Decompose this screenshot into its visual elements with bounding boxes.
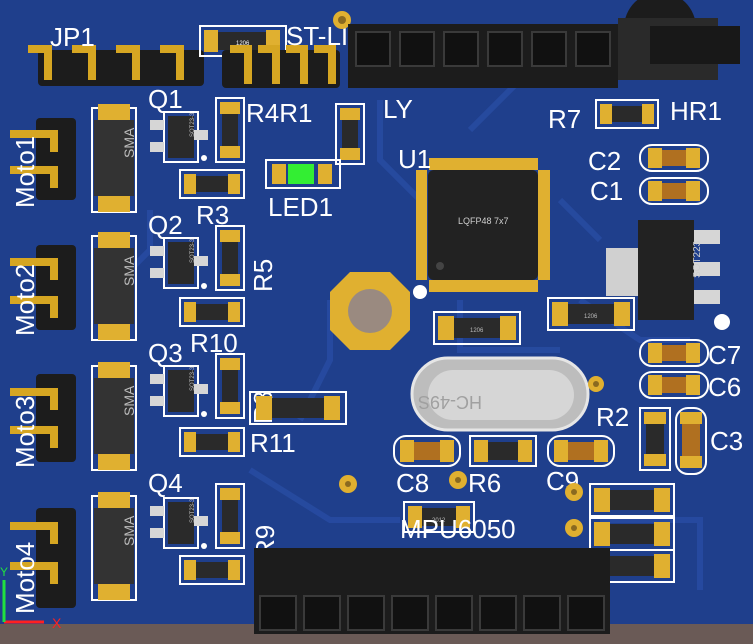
pkg-lqfp: LQFP48 7x7	[458, 216, 509, 226]
label-mpu6050: MPU6050	[400, 514, 516, 544]
resistor-r1	[335, 103, 365, 165]
label-u1: U1	[398, 144, 431, 174]
diode-sma-3	[91, 362, 137, 471]
pkg-mid-1: 1206	[470, 328, 484, 334]
resistor-vert-4	[215, 483, 245, 549]
jp1-header	[28, 45, 204, 86]
pkg-sot23-2: SOT23-3	[190, 238, 196, 263]
label-moto3: Moto3	[10, 396, 40, 468]
mounting-hole	[330, 272, 410, 350]
label-r5: R5	[248, 259, 278, 292]
resistor-vert-3	[215, 353, 245, 419]
resistor-mpu	[403, 501, 475, 533]
moto1-header	[10, 118, 76, 200]
mosfet-q1	[150, 111, 208, 163]
label-r4r1: R4R1	[246, 98, 312, 128]
st-link-header	[222, 45, 340, 88]
pkg-sot23-4: SOT23-3	[190, 498, 196, 523]
capacitor-c2	[639, 144, 709, 172]
label-ly: LY	[383, 94, 413, 124]
label-q2: Q2	[148, 210, 183, 240]
resistor-stack-1	[589, 483, 675, 517]
label-r10: R10	[190, 328, 238, 358]
bottom-header	[254, 548, 610, 634]
mosfet-q2	[150, 237, 208, 289]
resistor-horz-1	[179, 169, 245, 199]
mcu-u1	[416, 158, 550, 292]
label-r2: R2	[596, 402, 629, 432]
pkg-mpu-r: 2012	[432, 518, 446, 524]
resistor-r8	[249, 391, 347, 425]
axis-y-label: Y	[0, 565, 8, 579]
resistor-horz-2	[179, 297, 245, 327]
resistor-mid-2	[547, 297, 635, 331]
pkg-top-r: 1206	[236, 41, 250, 47]
diode-sma-4	[91, 492, 137, 601]
label-r7: R7	[548, 104, 581, 134]
label-c6: C6	[708, 372, 741, 402]
axis-x-label: X	[52, 615, 62, 631]
resistor-r2	[639, 407, 671, 471]
pkg-sot23-3: SOT23-3	[190, 366, 196, 391]
label-r3: R3	[196, 200, 229, 230]
moto2-header	[10, 245, 76, 330]
label-q4: Q4	[148, 468, 183, 498]
label-c7: C7	[708, 340, 741, 370]
mosfet-q3	[150, 365, 208, 417]
capacitor-c3	[675, 407, 707, 475]
capacitor-c9	[547, 435, 615, 467]
pkg-sma-1: SMA	[121, 127, 137, 158]
label-r11: R11	[250, 428, 296, 458]
pkg-sot223: SOT223	[692, 240, 703, 278]
pkg-crystal: HC-49S	[418, 392, 482, 412]
resistor-r6	[469, 435, 537, 467]
pkg-sma-3: SMA	[121, 385, 137, 416]
regulator-sot223	[606, 220, 730, 330]
crystal-hc49s	[410, 356, 590, 432]
pkg-sot23-1: SOT23-3	[190, 112, 196, 137]
diode-sma-2	[91, 232, 137, 341]
label-r6: R6	[468, 468, 501, 498]
label-c2: C2	[588, 146, 621, 176]
led1	[265, 159, 341, 189]
label-c8: C8	[396, 468, 429, 498]
ly-header	[348, 24, 618, 88]
capacitor-c6	[639, 371, 709, 399]
label-led1: LED1	[268, 192, 333, 222]
label-moto2: Moto2	[10, 264, 40, 336]
moto4-header	[10, 508, 76, 608]
capacitor-c7	[639, 339, 709, 367]
pkg-mid-2: 1206	[584, 314, 598, 320]
resistor-horz-4	[179, 555, 245, 585]
label-moto4: Moto4	[10, 542, 40, 614]
label-q1: Q1	[148, 84, 183, 114]
label-hr1: HR1	[670, 96, 722, 126]
label-moto1: Moto1	[10, 136, 40, 208]
diode-sma-1	[91, 104, 137, 213]
label-jp1: JP1	[50, 22, 95, 52]
resistor-mid-1	[433, 311, 521, 345]
capacitor-c8	[393, 435, 461, 467]
label-q3: Q3	[148, 338, 183, 368]
hr1-component	[618, 0, 740, 80]
resistor-vert-2	[215, 225, 245, 291]
resistor-stack-2	[589, 517, 675, 551]
resistor-horz-3	[179, 427, 245, 457]
moto3-header	[10, 374, 76, 462]
pkg-sma-4: SMA	[121, 515, 137, 546]
resistor-r7	[595, 99, 659, 129]
resistor-vert-1	[215, 97, 245, 163]
pkg-sma-2: SMA	[121, 255, 137, 286]
axis-indicator	[2, 580, 44, 624]
label-c3: C3	[710, 426, 743, 456]
capacitor-c1	[639, 177, 709, 205]
mosfet-q4	[150, 497, 208, 549]
label-c1: C1	[590, 176, 623, 206]
